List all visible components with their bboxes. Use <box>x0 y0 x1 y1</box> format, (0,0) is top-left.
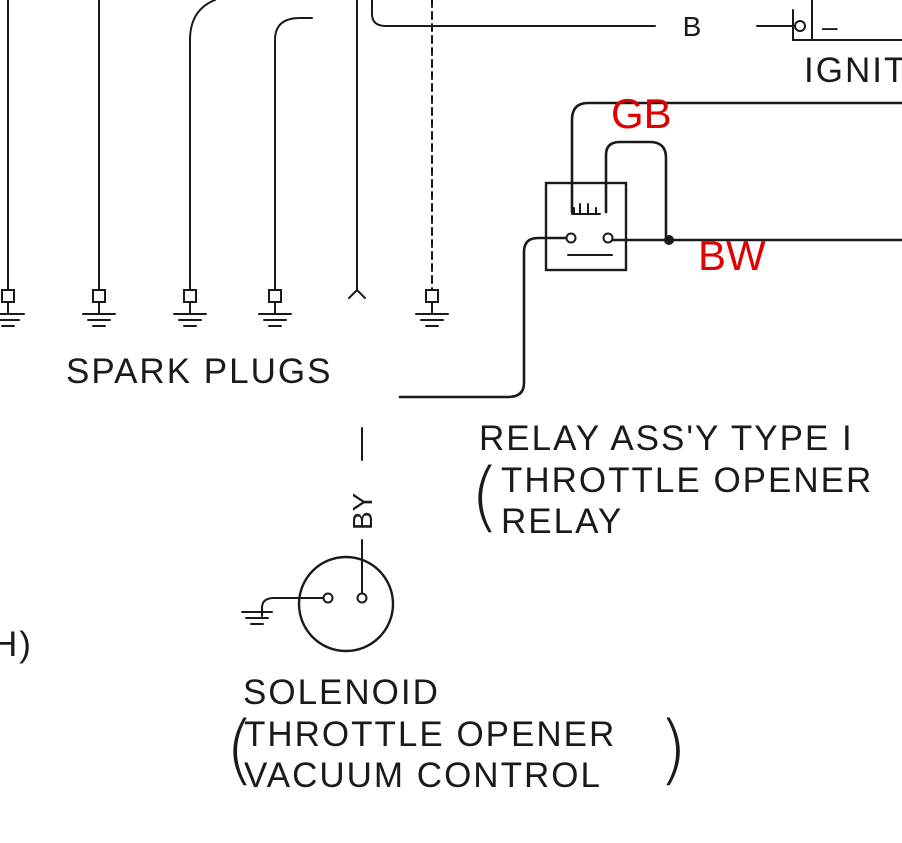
ignition-terminal-contact <box>794 20 806 32</box>
spark-plug-symbols <box>0 288 449 327</box>
spark-plug-leads <box>7 0 433 291</box>
wire-gb <box>570 101 902 214</box>
relay-coil <box>571 203 601 215</box>
relay-label-line1: RELAY ASS'Y TYPE I <box>479 419 854 458</box>
spark-plugs-label: SPARK PLUGS <box>66 352 332 391</box>
solenoid-label-line2: THROTTLE OPENER <box>244 715 616 754</box>
bw-annotation: BW <box>698 232 766 279</box>
solenoid-ground-wire <box>261 597 324 617</box>
spark-plug-lead-3 <box>189 0 216 291</box>
solenoid-label-paren-open: ( <box>225 704 255 793</box>
relay-terminal-left <box>565 232 577 244</box>
spark-plug-lead-4 <box>274 17 313 291</box>
wire-b-left <box>371 0 656 27</box>
solenoid-terminal-left <box>322 592 334 604</box>
wire-by-label: BY <box>347 492 378 530</box>
relay-label-line3: RELAY <box>501 502 623 541</box>
spark-plug-icon <box>258 289 292 327</box>
spark-plug-icon <box>348 288 366 299</box>
left-edge-fragment: H) <box>0 625 33 664</box>
relay-terminal-right <box>602 232 614 244</box>
relay-assembly <box>398 101 902 399</box>
relay-box <box>544 181 628 272</box>
solenoid-label-paren-close: ) <box>658 704 688 793</box>
junction-dot <box>664 235 674 245</box>
spark-plug-icon <box>82 289 116 327</box>
spark-plug-icon <box>173 289 207 327</box>
ignition-minus: – <box>822 11 838 42</box>
gb-annotation: GB <box>611 90 672 137</box>
solenoid-body <box>297 555 395 653</box>
relay-label-line2: THROTTLE OPENER <box>501 461 873 500</box>
ignition-terminal <box>792 0 813 41</box>
ground-icon <box>241 611 273 625</box>
spark-plug-icon <box>0 289 25 327</box>
solenoid-terminal-right <box>356 592 368 604</box>
wire-b-label: B <box>683 11 702 42</box>
solenoid-label-line3: VACUUM CONTROL <box>244 756 602 795</box>
solenoid-label-line1: SOLENOID <box>243 673 440 712</box>
relay-label-paren: ( <box>470 451 500 540</box>
ignition-label: IGNIT <box>804 51 902 90</box>
spark-plug-icon <box>415 289 449 327</box>
relay-output-wire <box>398 236 568 399</box>
relay-loop-wire <box>604 140 668 242</box>
solenoid <box>241 555 395 653</box>
